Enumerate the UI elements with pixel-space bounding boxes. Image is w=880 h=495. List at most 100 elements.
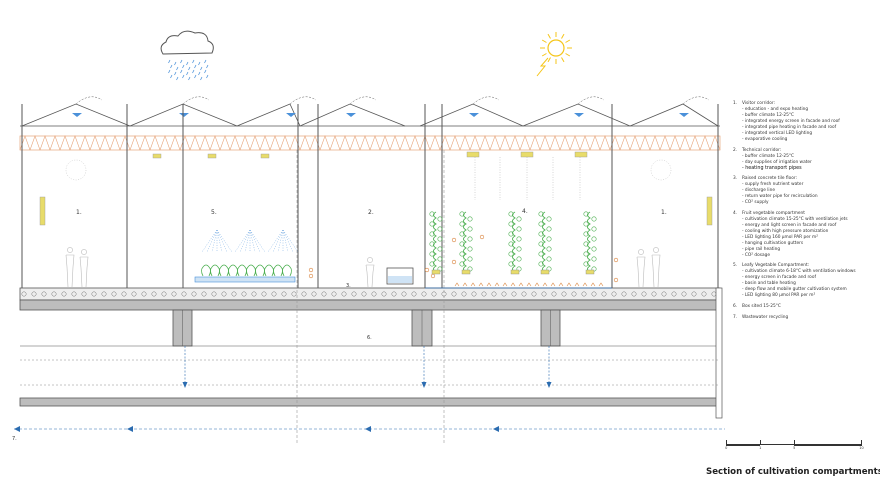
legend-item-detail: - return water pipe for recirculation xyxy=(742,194,818,200)
floor-pipe xyxy=(511,291,517,297)
ventilation-arrow xyxy=(72,113,82,117)
led-lamp xyxy=(574,151,588,158)
truss-web xyxy=(109,135,121,151)
floor-pipe xyxy=(71,291,77,297)
roof-vent-swing xyxy=(472,96,500,105)
vine-leaf xyxy=(437,226,443,232)
vine-leaf xyxy=(508,211,514,217)
legend-item-number: 2. xyxy=(733,147,738,153)
floor-pipe xyxy=(181,291,187,297)
scale-label-10: 10 xyxy=(859,446,864,450)
truss-web xyxy=(129,135,141,151)
roof-gable xyxy=(629,103,719,127)
vine-leaf xyxy=(467,256,473,262)
mist-spray xyxy=(201,229,218,253)
mist-spray xyxy=(277,229,284,253)
ventilation-arrow xyxy=(574,113,584,117)
floor-pipe xyxy=(361,291,367,297)
floor-pipe xyxy=(391,291,397,297)
legend-item-detail: - pipe rail heating xyxy=(742,246,781,252)
main-beam xyxy=(19,299,721,311)
visitor-figures xyxy=(65,247,661,288)
truss-web xyxy=(339,135,351,151)
person-head xyxy=(81,249,87,255)
vine-leaf xyxy=(459,211,465,217)
cooling-zone xyxy=(650,159,672,181)
vine-leaf xyxy=(429,211,435,217)
vine-leaf xyxy=(459,221,465,227)
ventilation-arrow xyxy=(469,113,479,117)
truss-frame xyxy=(19,135,721,151)
legend-item-heading: 7.Wastewater recycling xyxy=(733,315,878,321)
legend-item: 3.Raised concrete tile floor:- supply fr… xyxy=(733,176,878,206)
floor-slab xyxy=(19,287,721,301)
led-lamp xyxy=(520,151,534,158)
fruit-vine xyxy=(587,211,591,273)
vine-leaf xyxy=(437,256,443,262)
legend-item-detail: - buffer climate 12-25°C xyxy=(742,153,795,159)
floor-pipe xyxy=(531,291,537,297)
heating-pipe xyxy=(613,257,619,263)
raindrop xyxy=(186,71,189,76)
right-wall xyxy=(715,287,723,419)
sun-ray xyxy=(561,33,565,39)
zone-label-wastewater: 7. xyxy=(12,436,17,442)
floor-pipe xyxy=(321,291,327,297)
truss-web xyxy=(499,135,511,151)
floor-pipe xyxy=(151,291,157,297)
floor-pipe xyxy=(421,291,427,297)
heating-pipe xyxy=(308,273,314,279)
ventilation-jet xyxy=(494,282,500,287)
person-body xyxy=(365,264,375,288)
rain-cloud-icon xyxy=(160,30,214,55)
roof-vent-swing xyxy=(289,96,317,105)
truss-web xyxy=(589,135,601,151)
truss-web xyxy=(629,135,641,151)
floor-pipe xyxy=(161,291,167,297)
vine-leaf xyxy=(538,221,544,227)
vertical-led xyxy=(706,196,713,226)
floor-pipe xyxy=(651,291,657,297)
truss-web xyxy=(489,135,501,151)
mist-spray xyxy=(239,229,251,253)
led-lamp xyxy=(207,153,217,159)
raindrop xyxy=(186,61,189,66)
vine-leaf xyxy=(516,236,522,242)
mist-spray xyxy=(282,229,289,253)
basement-floor xyxy=(19,397,721,407)
truss-web xyxy=(239,135,251,151)
drain-arrow xyxy=(182,382,188,388)
lettuce-plant xyxy=(264,264,274,277)
mist-spray xyxy=(244,229,251,253)
lettuce-plant xyxy=(201,264,211,277)
truss-web xyxy=(549,135,561,151)
legend-item-number: 1. xyxy=(733,101,738,106)
truss-web xyxy=(669,135,681,151)
vine-leaf xyxy=(437,216,443,222)
truss-web xyxy=(459,135,471,151)
floor-pipe xyxy=(661,291,667,297)
ventilation-jet xyxy=(598,282,604,287)
truss-web xyxy=(99,135,111,151)
legend-item-detail: - education - and expo heating xyxy=(742,107,809,112)
floor-pipe xyxy=(281,291,287,297)
vine-leaf xyxy=(429,221,435,227)
floor-pipe xyxy=(381,291,387,297)
floor-pipe xyxy=(331,291,337,297)
legend-item-detail: - cultivation climate 6-18°C with ventil… xyxy=(742,269,856,275)
wastewater-arrow xyxy=(493,426,499,432)
floor-pipe xyxy=(431,291,437,297)
floor-pipe xyxy=(641,291,647,297)
floor-pipe xyxy=(311,291,317,297)
vine-leaf xyxy=(591,216,597,222)
floor-pipe xyxy=(681,291,687,297)
floor-pipe xyxy=(251,291,257,297)
floor-pipe xyxy=(301,291,307,297)
floor-pipe xyxy=(291,291,297,297)
legend-item-title: Box sited 15-25°C xyxy=(742,303,781,309)
legend-item-title: Technical corridor: xyxy=(742,147,782,153)
ventilation-jet xyxy=(550,282,556,287)
fruit-vine xyxy=(542,211,546,273)
vine-leaf xyxy=(467,216,473,222)
vine-leaf xyxy=(583,221,589,227)
